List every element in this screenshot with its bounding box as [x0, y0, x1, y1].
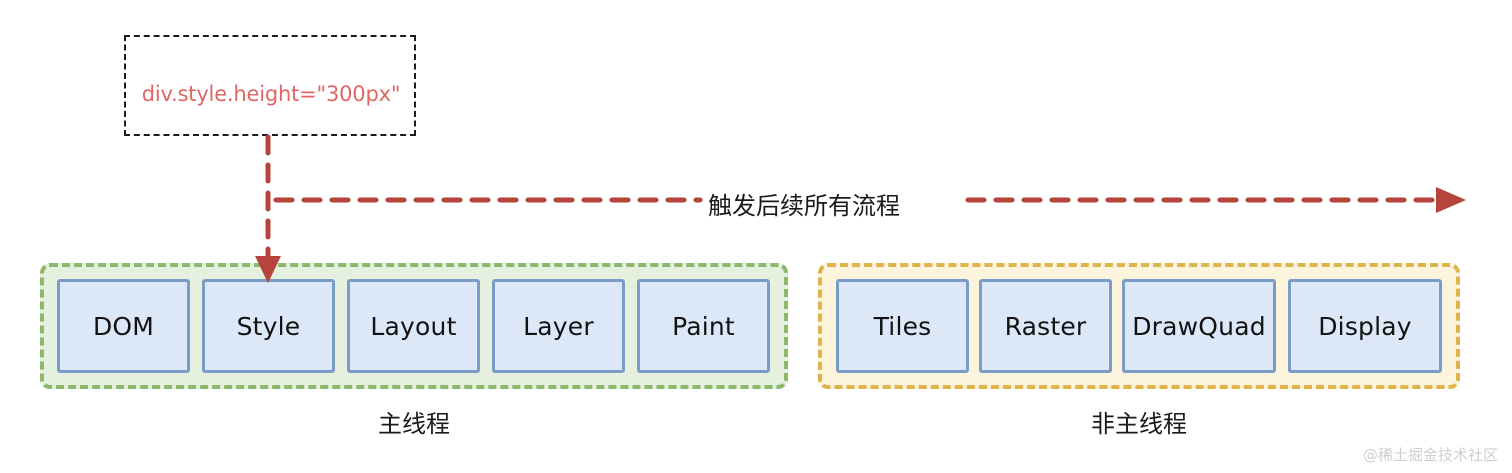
stage-box-dom[interactable]: DOM: [57, 279, 190, 373]
stage-label-dom: DOM: [92, 311, 155, 341]
stage-box-tiles[interactable]: Tiles: [836, 279, 969, 373]
caption-main-thread: 主线程: [378, 410, 450, 438]
stage-box-paint[interactable]: Paint: [637, 279, 770, 373]
stage-label-layer: Layer: [523, 311, 594, 341]
stage-label-layout: Layout: [370, 311, 457, 341]
stage-label-display: Display: [1318, 311, 1412, 341]
trigger-arrow-label: 触发后续所有流程: [703, 186, 905, 221]
stage-box-raster[interactable]: Raster: [979, 279, 1112, 373]
stage-box-display[interactable]: Display: [1288, 279, 1442, 373]
stage-label-paint: Paint: [672, 311, 735, 341]
stage-label-style: Style: [236, 311, 301, 341]
trigger-arrow-head-right: [1436, 187, 1466, 213]
stage-label-tiles: Tiles: [873, 311, 932, 341]
caption-non-main-thread: 非主线程: [1091, 410, 1187, 438]
stage-box-layout[interactable]: Layout: [347, 279, 480, 373]
stage-label-raster: Raster: [1004, 311, 1087, 341]
stage-box-style[interactable]: Style: [202, 279, 335, 373]
code-callout-text: div.style.height="300px": [141, 82, 401, 106]
stage-box-layer[interactable]: Layer: [492, 279, 625, 373]
stage-label-drawquad: DrawQuad: [1132, 311, 1266, 341]
watermark: @稀土掘金技术社区: [1362, 446, 1498, 464]
stage-box-drawquad[interactable]: DrawQuad: [1122, 279, 1276, 373]
